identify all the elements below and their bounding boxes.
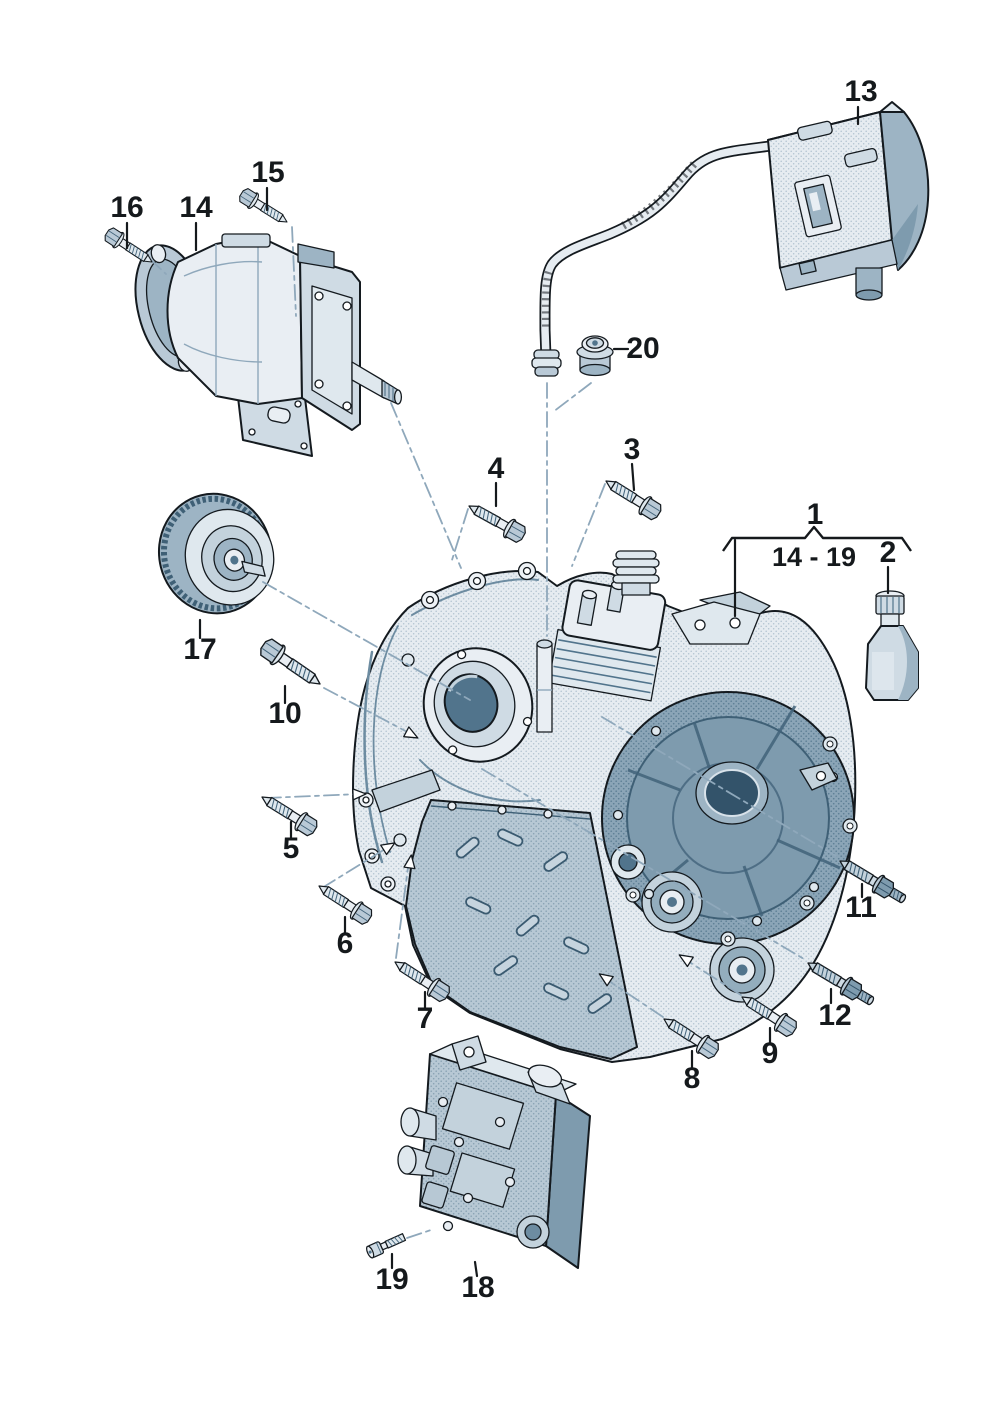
callout-4[interactable]: 4 (488, 452, 505, 485)
cover-bolt-holes (612, 725, 839, 927)
callout-7[interactable]: 7 (417, 1002, 434, 1035)
bolt-10 (256, 635, 328, 695)
control-unit (767, 101, 930, 301)
leader-line-8 (602, 976, 664, 1018)
callout-8[interactable]: 8 (684, 1062, 701, 1095)
leader-line-shaft (390, 402, 462, 569)
callout-17[interactable]: 17 (183, 633, 216, 666)
callout-10[interactable]: 10 (268, 697, 301, 730)
electric-pump-unit (134, 233, 403, 457)
grommet (576, 335, 614, 377)
leader-line-10 (323, 687, 414, 736)
cable-end-fitting (531, 349, 562, 377)
callout-15[interactable]: 15 (251, 156, 284, 189)
callout-5[interactable]: 5 (283, 832, 300, 865)
callout-18[interactable]: 18 (461, 1271, 494, 1304)
callout-12[interactable]: 12 (818, 999, 851, 1032)
clutch-opening (422, 647, 534, 763)
bottom-port (855, 267, 883, 301)
dowel-pin (536, 639, 553, 733)
callout-1[interactable]: 1 (807, 498, 824, 531)
bracket-range-label[interactable]: 14 - 19 (772, 542, 856, 572)
valve-body-screw-holes (437, 1096, 516, 1232)
pan-ribs (455, 828, 613, 1014)
callout-2[interactable]: 2 (880, 536, 897, 569)
side-port (397, 1107, 437, 1177)
bearing-boss (709, 937, 775, 1003)
gear-oil-pan (405, 799, 646, 1060)
bolt-ear (358, 561, 537, 892)
oil-cooler (547, 579, 667, 702)
leader-line-7 (395, 859, 410, 959)
bolt-15 (236, 185, 293, 231)
edge-ears (625, 736, 858, 947)
callout-9[interactable]: 9 (762, 1037, 779, 1070)
callout-6[interactable]: 6 (337, 927, 354, 960)
leader-line-20 (552, 382, 592, 413)
leader-line-3 (571, 483, 606, 567)
clutch-drum (157, 492, 275, 615)
leader-line-19 (406, 1228, 435, 1239)
leader-line-12 (481, 768, 805, 960)
leader-line-9 (682, 957, 742, 996)
callout-3[interactable]: 3 (624, 433, 641, 466)
callout-14[interactable]: 14 (179, 191, 213, 224)
lid-clip (844, 147, 878, 168)
leader-lines (149, 226, 837, 1239)
connector-socket (794, 174, 842, 238)
screw-19 (364, 1230, 408, 1260)
bearing-boss (641, 871, 703, 933)
assembly-bracket (722, 525, 912, 618)
gearbox-assembly (352, 550, 858, 1063)
leader-line-5 (265, 793, 361, 799)
callout-ticks (125, 105, 890, 1278)
valve-body (397, 1035, 591, 1269)
callout-13[interactable]: 13 (844, 75, 877, 108)
leader-line-16 (149, 258, 167, 275)
pump-shaft (351, 361, 403, 405)
callout-11[interactable]: 11 (845, 891, 877, 924)
top-cylinder-port (527, 1064, 571, 1105)
pump-connector (297, 243, 335, 269)
leader-line-15 (291, 226, 297, 317)
leader-line-4 (451, 508, 469, 561)
leader-line-17 (262, 581, 471, 701)
leader-line-6 (321, 845, 391, 889)
breather-bellows (612, 550, 660, 596)
control-unit-cable (531, 140, 776, 377)
callout-19[interactable]: 19 (375, 1263, 408, 1296)
leader-line-11 (601, 716, 837, 857)
lid-clip (797, 120, 833, 141)
callout-16[interactable]: 16 (110, 191, 143, 224)
callout-labels: 1 2 3 4 5 6 7 8 9 10 11 12 13 14 15 16 1… (110, 75, 896, 1304)
fluid-bottle (865, 590, 919, 701)
callout-20[interactable]: 20 (626, 332, 659, 365)
